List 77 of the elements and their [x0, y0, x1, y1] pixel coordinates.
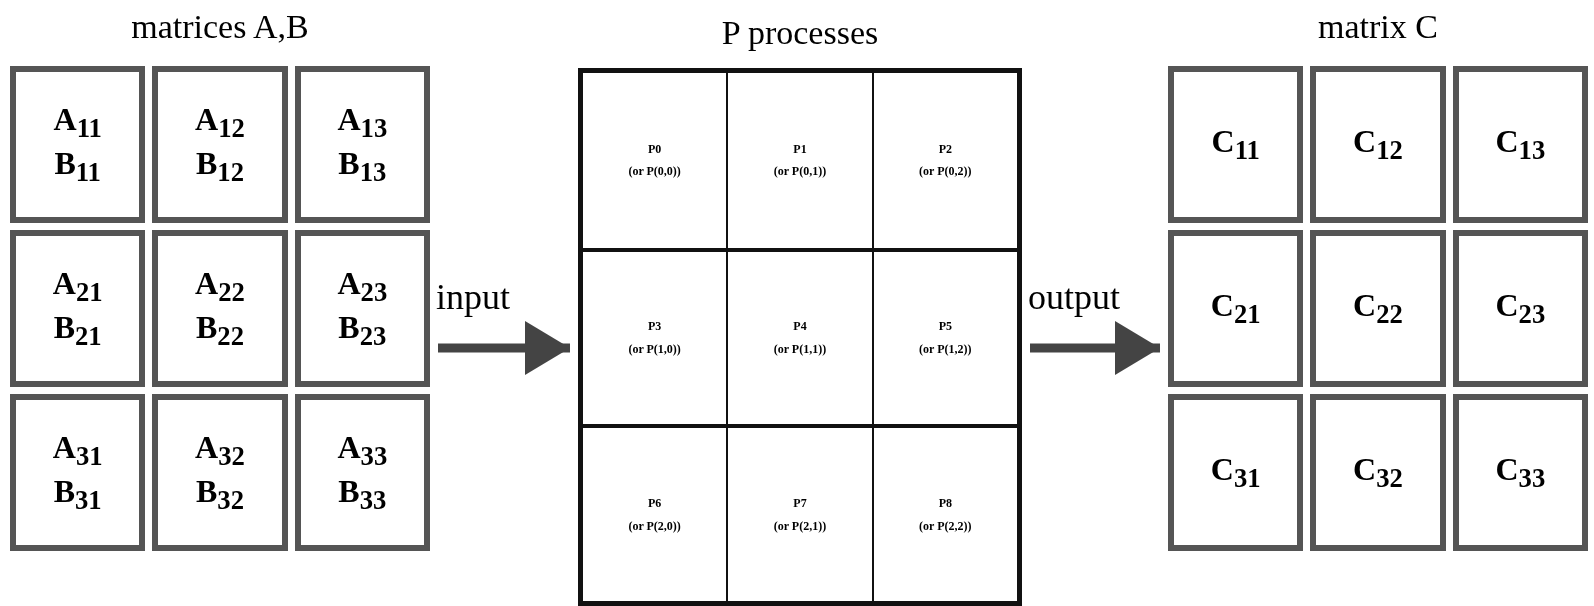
- matrix-block-cell: [152, 394, 288, 551]
- process-cell: [727, 248, 873, 426]
- arrow: [1030, 321, 1160, 375]
- process-label: P2: [938, 140, 952, 158]
- block-label: C$_{12}$: [1353, 122, 1403, 167]
- block-label: A$_{23}$: [337, 265, 388, 309]
- process-label: (or P(0,0)): [628, 163, 681, 181]
- matrix-block-cell: [10, 394, 146, 551]
- block-label: B$_{32}$: [196, 472, 244, 516]
- block-label: A$_{32}$: [195, 429, 245, 473]
- block-label: A$_{31}$: [52, 429, 103, 473]
- process-label: (or P(1,2)): [919, 341, 972, 358]
- block-label: C$_{33}$: [1495, 450, 1546, 495]
- block-label: B$_{21}$: [53, 308, 102, 352]
- process-cell: [582, 425, 728, 602]
- process-label: (or P(1,1)): [773, 341, 827, 358]
- arrow: [438, 321, 570, 375]
- block-label: B$_{11}$: [54, 144, 101, 188]
- block-label: A$_{12}$: [195, 101, 245, 145]
- block-label: C$_{23}$: [1495, 286, 1546, 331]
- matrix-block-cell: [1310, 66, 1446, 223]
- matrix-block-cell: [1310, 394, 1446, 551]
- matrix-block-cell: [294, 66, 430, 223]
- process-label: (or P(2,0)): [628, 517, 681, 535]
- matrix-block-cell: [1452, 66, 1588, 223]
- matrix-block-cell: [1310, 230, 1446, 387]
- process-cell: [582, 72, 728, 249]
- matrix-block-cell: [1168, 394, 1304, 551]
- process-label: (or P(1,0)): [628, 341, 681, 358]
- process-label: (or P(2,1)): [773, 517, 827, 535]
- process-label: P1: [793, 140, 807, 158]
- block-label: B$_{12}$: [196, 144, 244, 188]
- block-label: A$_{22}$: [195, 265, 245, 309]
- process-label: P3: [648, 318, 662, 336]
- matrix-block-cell: [10, 66, 146, 223]
- grid-title: matrices A,B: [131, 8, 309, 46]
- matrix-block-cell: [294, 394, 430, 551]
- block-label: C$_{11}$: [1211, 122, 1260, 167]
- process-label: P6: [648, 494, 662, 512]
- block-label: C$_{13}$: [1495, 122, 1546, 167]
- matrix-block-cell: [1452, 230, 1588, 387]
- block-label: C$_{31}$: [1210, 450, 1261, 495]
- process-cell: [727, 72, 873, 249]
- process-label: (or P(0,2)): [919, 163, 972, 181]
- matrix-block-cell: [1168, 66, 1304, 223]
- process-label: P8: [938, 494, 952, 512]
- matrix-block-cell: [152, 66, 288, 223]
- matrix-block-cell: [1168, 230, 1304, 387]
- block-label: B$_{23}$: [338, 308, 387, 352]
- process-label: (or P(2,2)): [919, 517, 972, 535]
- process-label: P0: [648, 140, 662, 158]
- block-label: B$_{22}$: [196, 308, 244, 352]
- block-label: A$_{33}$: [337, 429, 388, 473]
- process-cell: [872, 425, 1018, 602]
- block-label: C$_{21}$: [1210, 286, 1261, 331]
- grid-title: P processes: [721, 14, 879, 52]
- block-label: B$_{33}$: [338, 472, 387, 516]
- matrix-block-cell: [152, 230, 288, 387]
- block-label: A$_{11}$: [53, 101, 102, 145]
- block-label: A$_{21}$: [52, 265, 103, 309]
- process-cell: [872, 248, 1018, 426]
- process-label: P5: [938, 318, 952, 336]
- matrix-block-cell: [294, 230, 430, 387]
- matrix-block-cell: [1452, 394, 1588, 551]
- process-cell: [582, 248, 728, 426]
- block-label: A$_{13}$: [337, 101, 388, 145]
- process-cell: [872, 72, 1018, 249]
- block-label: C$_{32}$: [1353, 450, 1403, 495]
- matrix-block-cell: [10, 230, 146, 387]
- process-label: P7: [793, 494, 807, 512]
- process-cell: [727, 425, 873, 602]
- process-label: (or P(0,1)): [773, 163, 827, 181]
- grid-title: matrix C: [1318, 8, 1438, 46]
- block-label: C$_{22}$: [1353, 286, 1403, 331]
- block-label: B$_{31}$: [53, 472, 102, 516]
- process-label: P4: [793, 318, 807, 336]
- block-label: B$_{13}$: [338, 144, 387, 188]
